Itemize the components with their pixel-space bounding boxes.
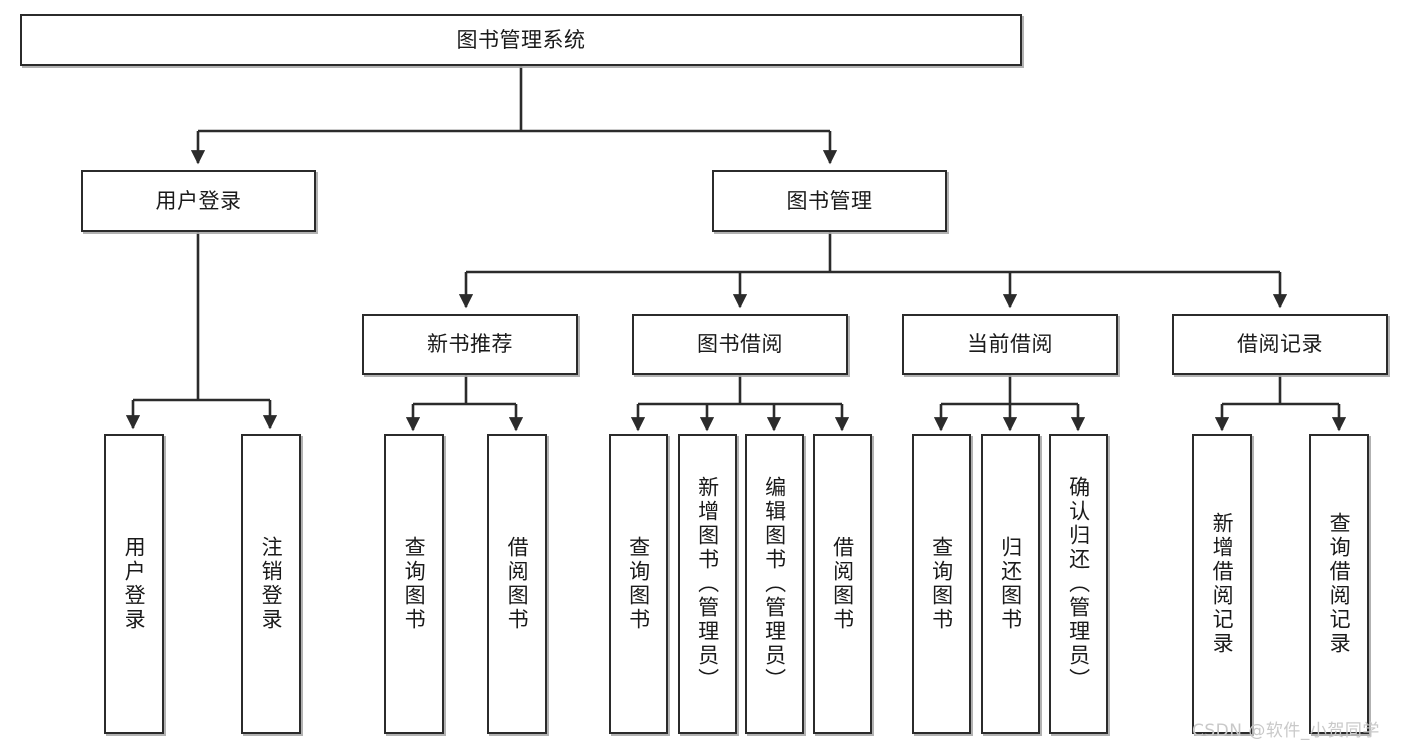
node-leaf-return-book-label: 归还图书 bbox=[998, 536, 1023, 632]
node-leaf-add-borrow-record[interactable]: 新增借阅记录 bbox=[1192, 434, 1252, 734]
node-leaf-add-book-admin[interactable]: 新增图书（管理员） bbox=[678, 434, 737, 734]
node-leaf-query-book-3-label: 查询图书 bbox=[929, 536, 954, 632]
node-leaf-confirm-return-admin[interactable]: 确认归还（管理员） bbox=[1049, 434, 1108, 734]
node-new-book-recommend-label: 新书推荐 bbox=[427, 332, 513, 357]
node-current-borrow[interactable]: 当前借阅 bbox=[902, 314, 1118, 375]
node-book-borrow[interactable]: 图书借阅 bbox=[632, 314, 848, 375]
node-leaf-query-book-2[interactable]: 查询图书 bbox=[609, 434, 668, 734]
node-borrow-record[interactable]: 借阅记录 bbox=[1172, 314, 1388, 375]
node-leaf-query-borrow-record-label: 查询借阅记录 bbox=[1327, 512, 1352, 656]
node-current-borrow-label: 当前借阅 bbox=[967, 332, 1053, 357]
node-leaf-borrow-book-2[interactable]: 借阅图书 bbox=[813, 434, 872, 734]
node-leaf-borrow-book-1[interactable]: 借阅图书 bbox=[487, 434, 547, 734]
node-leaf-logout[interactable]: 注销登录 bbox=[241, 434, 301, 734]
node-leaf-query-book-1-label: 查询图书 bbox=[402, 536, 427, 632]
node-leaf-user-login[interactable]: 用户登录 bbox=[104, 434, 164, 734]
node-leaf-query-borrow-record[interactable]: 查询借阅记录 bbox=[1309, 434, 1369, 734]
node-leaf-logout-label: 注销登录 bbox=[259, 536, 284, 632]
node-leaf-query-book-1[interactable]: 查询图书 bbox=[384, 434, 444, 734]
node-user-login-label: 用户登录 bbox=[155, 188, 242, 213]
node-book-borrow-label: 图书借阅 bbox=[697, 332, 783, 357]
watermark: CSDN @软件_小贺同学 bbox=[1192, 721, 1380, 741]
node-leaf-query-book-2-label: 查询图书 bbox=[626, 536, 651, 632]
node-user-login[interactable]: 用户登录 bbox=[81, 170, 316, 232]
node-leaf-add-borrow-record-label: 新增借阅记录 bbox=[1210, 512, 1235, 656]
node-root-label: 图书管理系统 bbox=[456, 27, 586, 52]
node-leaf-borrow-book-2-label: 借阅图书 bbox=[830, 536, 855, 632]
node-leaf-edit-book-admin-label: 编辑图书（管理员） bbox=[762, 476, 787, 692]
node-leaf-add-book-admin-label: 新增图书（管理员） bbox=[695, 476, 720, 692]
node-root[interactable]: 图书管理系统 bbox=[20, 14, 1022, 66]
node-leaf-borrow-book-1-label: 借阅图书 bbox=[505, 536, 530, 632]
node-book-management[interactable]: 图书管理 bbox=[712, 170, 947, 232]
node-leaf-edit-book-admin[interactable]: 编辑图书（管理员） bbox=[745, 434, 804, 734]
node-new-book-recommend[interactable]: 新书推荐 bbox=[362, 314, 578, 375]
node-borrow-record-label: 借阅记录 bbox=[1237, 332, 1323, 357]
node-leaf-user-login-label: 用户登录 bbox=[122, 536, 147, 632]
node-leaf-return-book[interactable]: 归还图书 bbox=[981, 434, 1040, 734]
node-leaf-query-book-3[interactable]: 查询图书 bbox=[912, 434, 971, 734]
node-leaf-confirm-return-admin-label: 确认归还（管理员） bbox=[1066, 476, 1091, 692]
node-book-management-label: 图书管理 bbox=[786, 188, 873, 213]
